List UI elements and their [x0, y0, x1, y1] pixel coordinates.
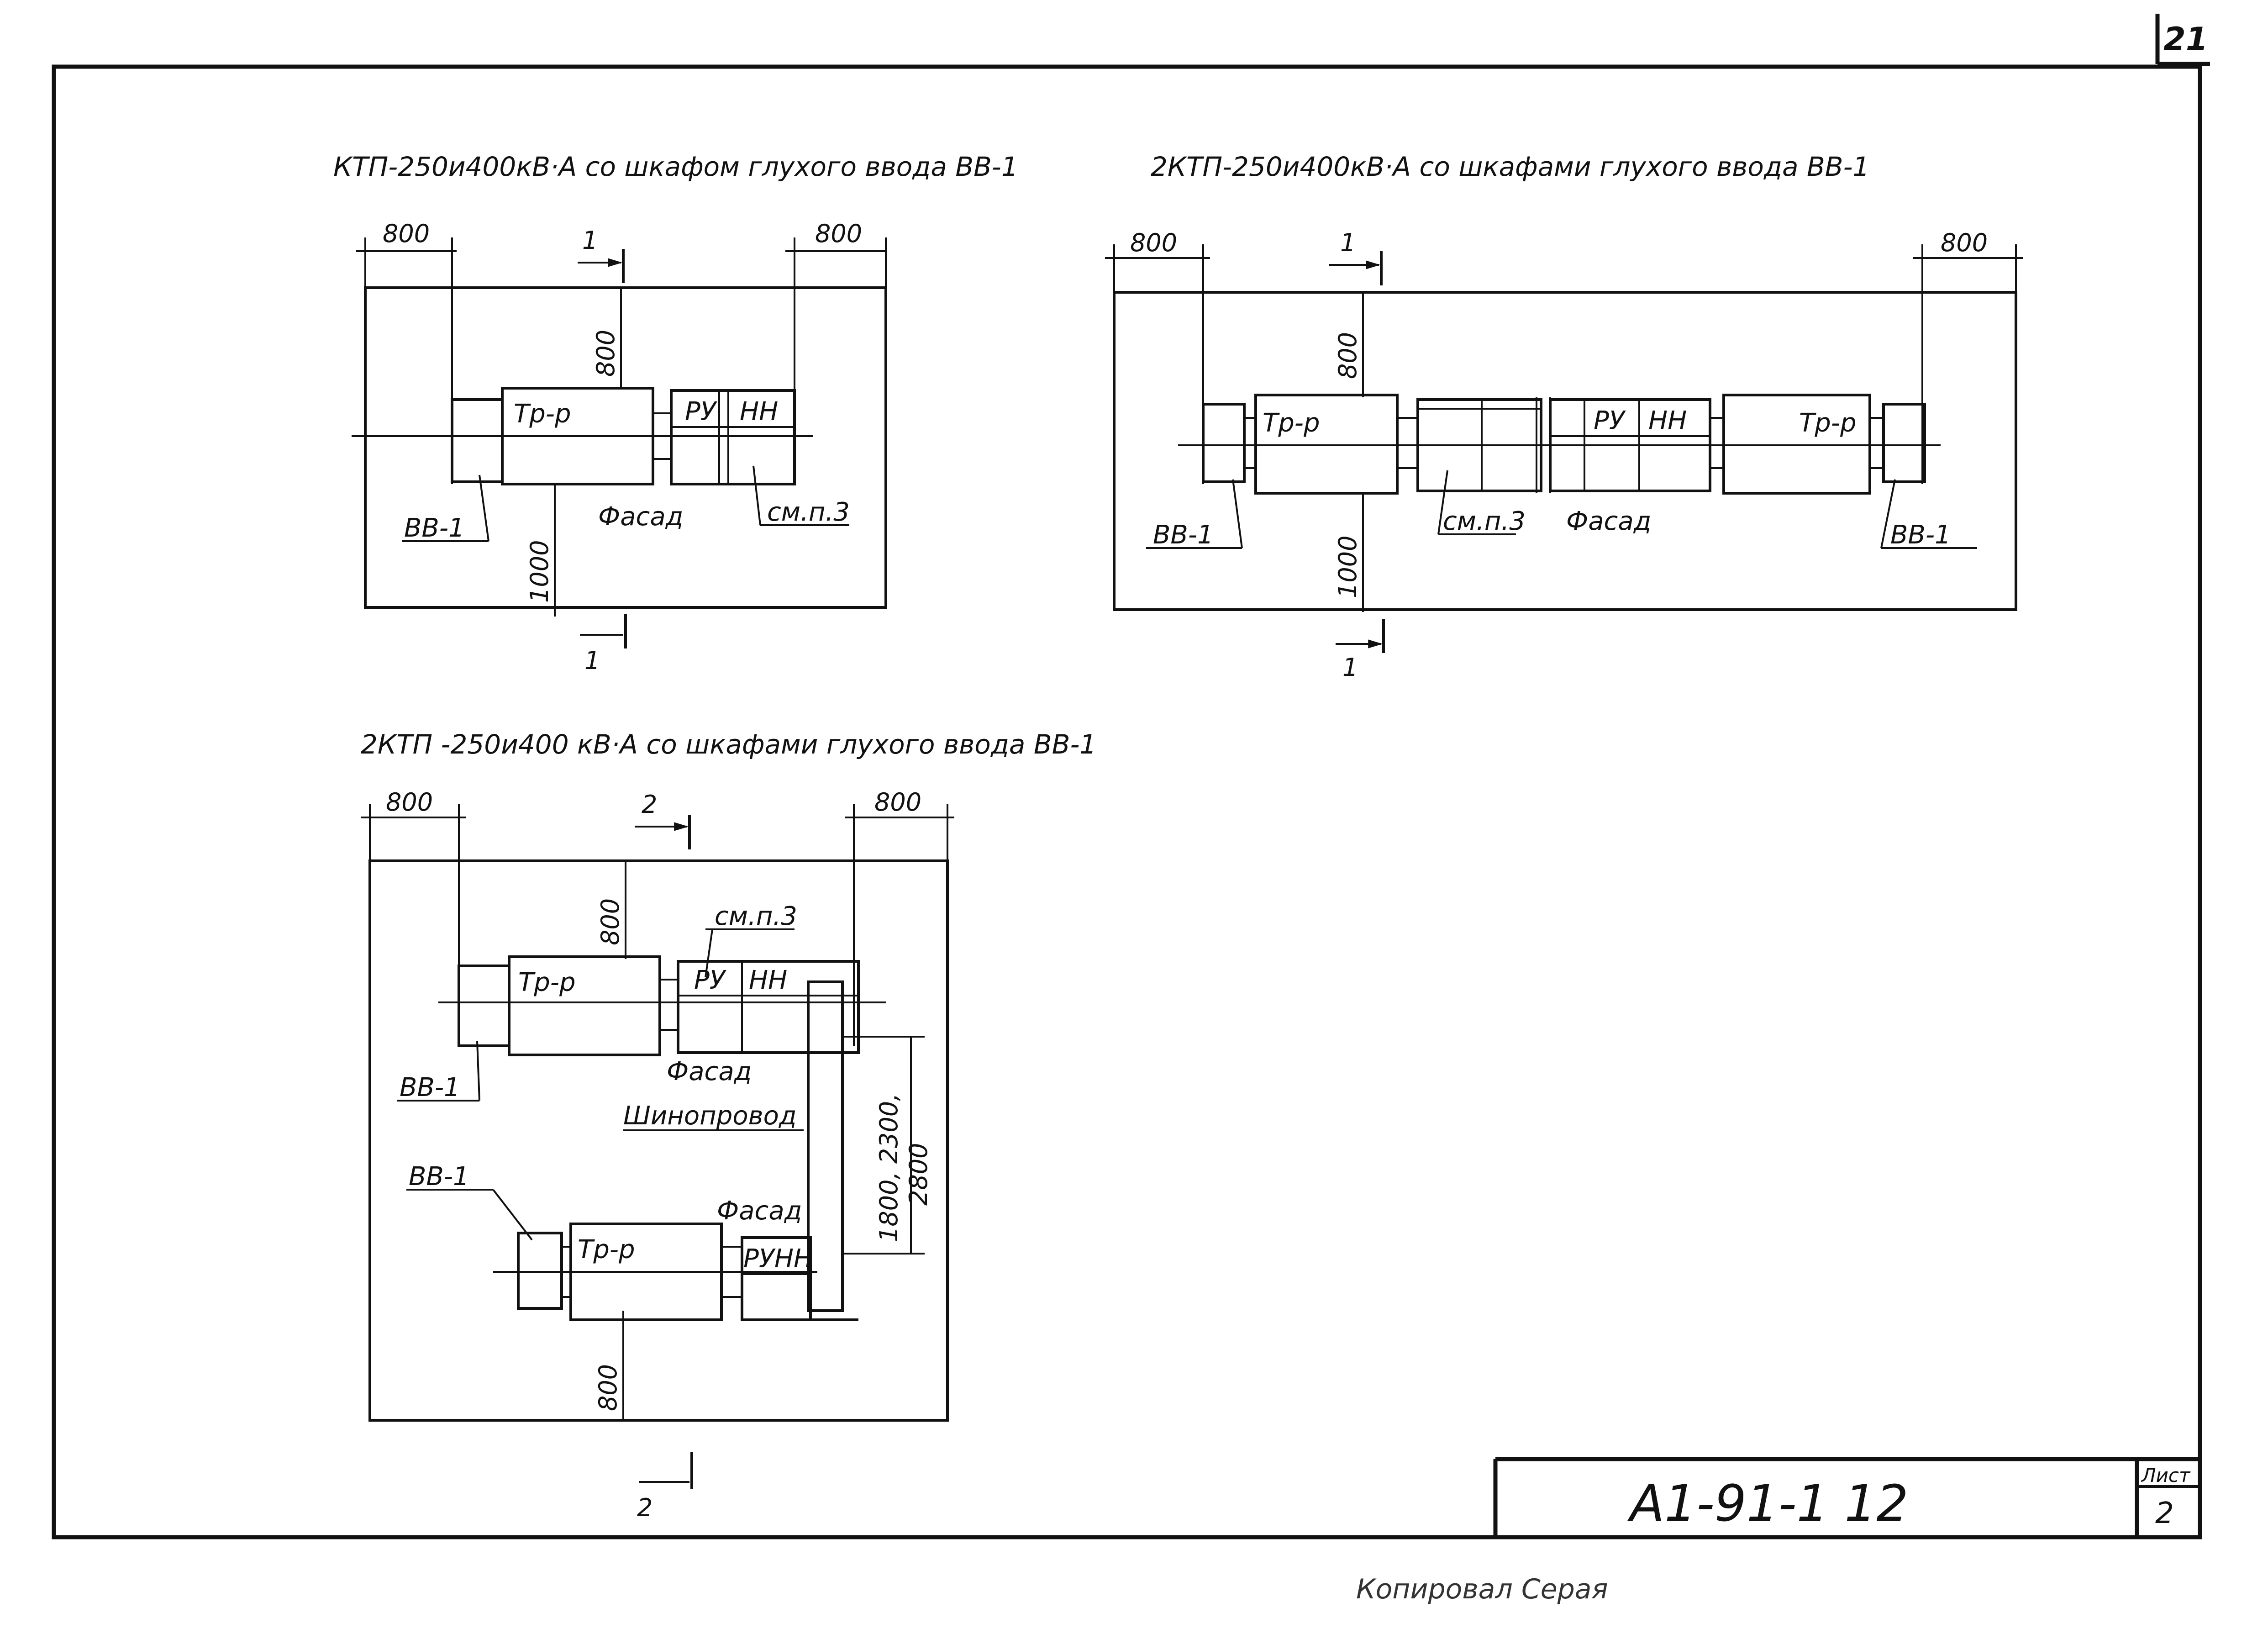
plan-2-coupler-right-b — [1869, 417, 1884, 469]
plan-1-note-label: см.п.3 — [767, 497, 850, 527]
plan-3-note-leader — [705, 929, 713, 978]
plan-3-caption: 2КТП -250и400 кВ·А со шкафами глухого вв… — [361, 729, 1096, 760]
plan-1-dim-bottom: 1000 — [525, 540, 554, 603]
plan-3-bb-top-leader — [476, 1041, 480, 1101]
plan-3-bb-bottom-label: ВВ-1 — [409, 1162, 469, 1191]
plan-3-dim-busbar: 1800, 2300, — [874, 1093, 903, 1242]
plan-3-dim-right: 800 — [874, 788, 921, 817]
plan-2-bb-right-leader — [1880, 479, 1896, 548]
plan-2-coupler-right-a — [1709, 417, 1725, 469]
plan-2-transformer-right-label: Тр-р — [1799, 408, 1857, 438]
sheet-frame — [52, 64, 2202, 1539]
plan-1-section-mark-bottom: 1 — [584, 646, 600, 675]
plan-3-dim-busbar-2: 2800 — [904, 1143, 933, 1206]
plan-3-busbar-label: Шинопровод — [623, 1101, 797, 1131]
plan-2-bb-left-box — [1202, 403, 1246, 483]
plan-1-facade-label: Фасад — [598, 502, 683, 532]
plan-1-ru-nn-box — [670, 389, 796, 485]
plan-3-transformer-top-label: Тр-р — [518, 968, 576, 997]
plan-3-dim-bottom: 800 — [594, 1364, 622, 1411]
plan-2-coupler-left-b — [1396, 417, 1419, 469]
plan-1-dim-top: 800 — [591, 330, 620, 377]
plan-2-nn-label: НН — [1648, 406, 1687, 436]
plan-2-transformer-left-label: Тр-р — [1263, 408, 1320, 438]
plan-3-note-label: см.п.3 — [715, 901, 797, 931]
plan-2: 2КТП-250и400кВ·А со шкафами глухого ввод… — [1105, 151, 2023, 682]
plan-1-note-leader — [752, 465, 761, 526]
plan-3-ru-nn-top-box — [677, 960, 860, 1054]
plan-1-bb-leader — [479, 474, 489, 542]
plan-2-note-label: см.п.3 — [1443, 506, 1526, 536]
plan-3-coupler-top — [659, 979, 679, 1031]
sheet-corner-number: 21 — [2163, 21, 2208, 58]
plan-2-caption: 2КТП-250и400кВ·А со шкафами глухого ввод… — [1151, 151, 1869, 182]
plan-1-ru-label: РУ — [685, 397, 718, 427]
plan-3-runn-label: РУНН — [743, 1244, 813, 1274]
plan-1-caption: КТП-250и400кВ·А со шкафом глухого ввода … — [333, 151, 1018, 182]
plan-2-dim-bottom: 1000 — [1333, 536, 1362, 598]
title-block-designation: А1-91-1 12 — [1627, 1474, 1909, 1533]
plan-3-room-outline — [368, 859, 949, 1422]
plan-3-dim-top: 800 — [596, 898, 625, 945]
plan-2-coupler-left-a — [1243, 417, 1257, 469]
plan-3-nn-label: НН — [749, 965, 787, 995]
plan-3-ru-label: РУ — [694, 965, 727, 995]
plan-3-dim-left: 800 — [386, 788, 433, 817]
plan-3-bb-bottom-box — [517, 1232, 563, 1310]
plan-2-dim-right: 800 — [1941, 228, 1988, 257]
title-block: А1-91-1 12 Лист 2 — [1493, 1457, 2200, 1537]
plan-3-bb-top-label: ВВ-1 — [400, 1073, 460, 1102]
plan-3-bb-bottom-leader — [492, 1189, 533, 1241]
plan-1-room-outline — [364, 286, 887, 609]
plan-2-ru-left-box — [1416, 398, 1542, 492]
plan-2-section-mark-top: 1 — [1340, 228, 1356, 257]
plan-3: 2КТП -250и400 кВ·А со шкафами глухого вв… — [361, 729, 1096, 1522]
plan-2-section-mark-bottom: 1 — [1342, 653, 1358, 682]
plan-2-bb-left-label: ВВ-1 — [1153, 520, 1214, 550]
plan-2-ru-label: РУ — [1594, 406, 1626, 436]
plan-2-bb-right-label: ВВ-1 — [1890, 520, 1951, 550]
plan-2-dim-top: 800 — [1333, 332, 1362, 379]
plan-3-bb-top-box — [458, 965, 510, 1047]
plan-2-room-outline — [1113, 291, 2017, 611]
footer-copied-by: Копировал Серая — [1356, 1573, 1608, 1605]
title-block-sheet-label: Лист — [2141, 1464, 2191, 1486]
plan-1: КТП-250и400кВ·А со шкафом глухого ввода … — [333, 151, 1018, 675]
title-block-sheet-number: 2 — [2155, 1497, 2174, 1530]
plan-1-section-mark-top: 1 — [582, 226, 598, 255]
plan-3-coupler-bottom-a — [561, 1246, 572, 1298]
plan-2-facade-label: Фасад — [1566, 506, 1651, 536]
plan-1-bb-label: ВВ-1 — [404, 513, 465, 543]
plan-1-dim-right: 800 — [815, 219, 862, 248]
plan-1-nn-label: НН — [740, 397, 778, 427]
plan-3-transformer-bottom-label: Тр-р — [578, 1235, 635, 1265]
plan-3-section-mark-top: 2 — [642, 790, 657, 819]
plan-2-dim-left: 800 — [1130, 228, 1177, 257]
plan-1-bb-box — [451, 398, 504, 483]
plan-2-bb-left-leader — [1232, 479, 1243, 548]
plan-3-busbar — [807, 980, 844, 1312]
plan-2-bb-right-box — [1882, 403, 1926, 483]
plan-2-note-leader — [1437, 470, 1448, 535]
plan-3-facade-top-label: Фасад — [667, 1057, 752, 1086]
plan-3-facade-bottom-label: Фасад — [717, 1196, 802, 1226]
plan-1-transformer-label: Тр-р — [514, 399, 571, 429]
plan-1-dim-left: 800 — [383, 219, 430, 248]
plan-3-section-mark-bottom: 2 — [637, 1493, 653, 1522]
